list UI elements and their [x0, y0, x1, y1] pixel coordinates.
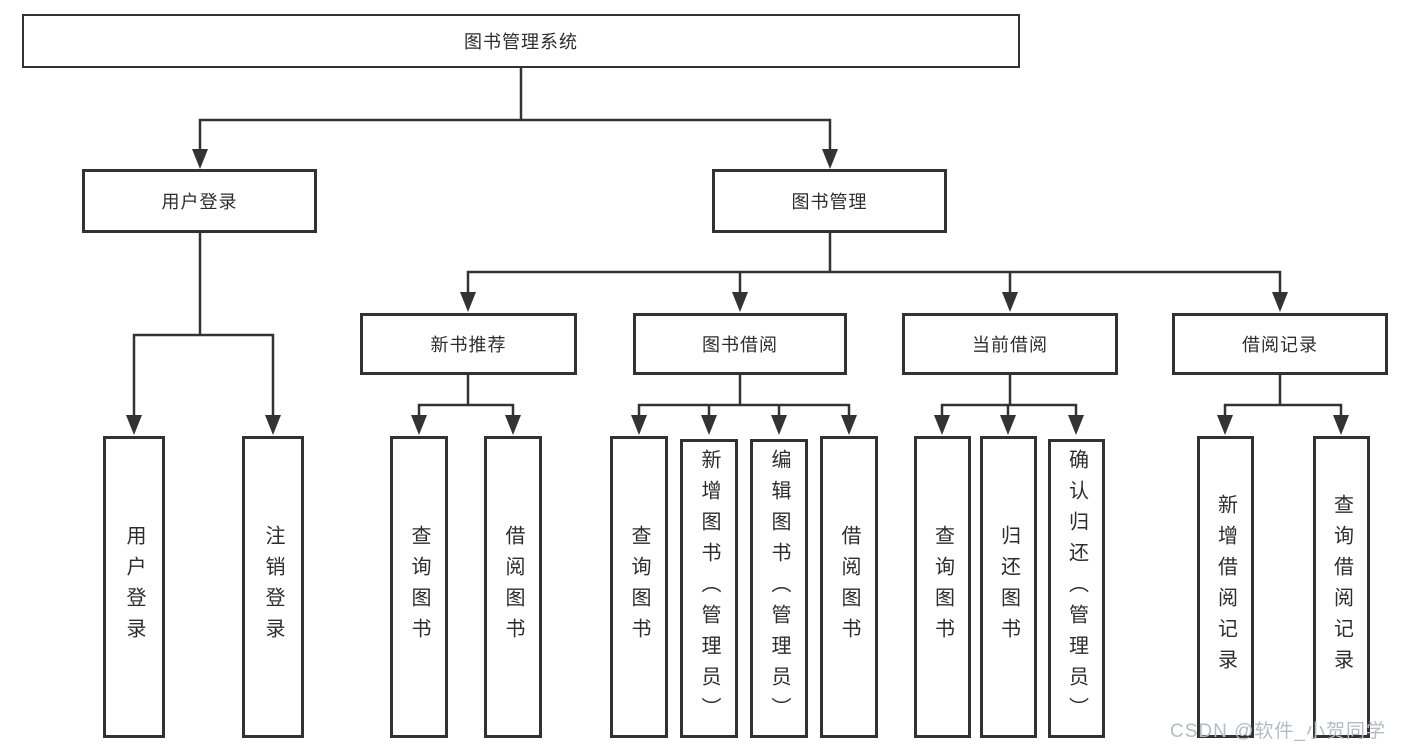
leaf-query-books-recommend-label: 查询图书	[408, 525, 430, 649]
leaf-confirm-return-admin-label: 确认归还（管理员）	[1065, 449, 1088, 728]
node-root-label: 图书管理系统	[464, 32, 578, 52]
node-borrow-records-label: 借阅记录	[1242, 335, 1318, 355]
node-root: 图书管理系统	[22, 14, 1020, 68]
leaf-query-books-borrow-label: 查询图书	[628, 525, 650, 649]
leaf-query-books-current: 查询图书	[914, 436, 971, 738]
leaf-confirm-return-admin: 确认归还（管理员）	[1048, 439, 1105, 738]
leaf-logout: 注销登录	[242, 436, 304, 738]
node-new-book-recommend: 新书推荐	[360, 313, 577, 375]
leaf-borrow-books-label: 借阅图书	[838, 525, 860, 649]
node-book-borrow-label: 图书借阅	[702, 335, 778, 355]
leaf-logout-label: 注销登录	[262, 525, 284, 649]
leaf-query-borrow-record: 查询借阅记录	[1313, 436, 1370, 738]
leaf-borrow-books-recommend: 借阅图书	[484, 436, 542, 738]
node-current-borrow: 当前借阅	[902, 313, 1118, 375]
leaf-add-books-admin: 新增图书（管理员）	[680, 439, 738, 738]
leaf-edit-books-admin-label: 编辑图书（管理员）	[768, 449, 790, 728]
node-current-borrow-label: 当前借阅	[972, 335, 1048, 355]
leaf-return-books-label: 归还图书	[997, 525, 1020, 649]
leaf-query-books-borrow: 查询图书	[610, 436, 668, 738]
node-book-management-branch: 图书管理	[712, 169, 947, 233]
node-book-borrow: 图书借阅	[633, 313, 847, 375]
node-book-management-branch-label: 图书管理	[791, 192, 868, 212]
leaf-return-books: 归还图书	[980, 436, 1037, 738]
leaf-add-books-admin-label: 新增图书（管理员）	[698, 449, 720, 728]
leaf-query-books-recommend: 查询图书	[390, 436, 448, 738]
leaf-query-borrow-record-label: 查询借阅记录	[1330, 494, 1353, 680]
leaf-borrow-books: 借阅图书	[820, 436, 878, 738]
node-borrow-records: 借阅记录	[1172, 313, 1388, 375]
leaf-borrow-books-recommend-label: 借阅图书	[502, 525, 524, 649]
leaf-user-login: 用户登录	[103, 436, 165, 738]
leaf-add-borrow-record: 新增借阅记录	[1197, 436, 1254, 738]
node-new-book-recommend-label: 新书推荐	[430, 335, 507, 355]
watermark: CSDN @软件_小贺同学	[1170, 721, 1386, 742]
node-user-login-branch-label: 用户登录	[161, 192, 238, 212]
leaf-add-borrow-record-label: 新增借阅记录	[1214, 494, 1237, 680]
leaf-user-login-label: 用户登录	[123, 525, 145, 649]
node-user-login-branch: 用户登录	[82, 169, 317, 233]
leaf-query-books-current-label: 查询图书	[931, 525, 954, 649]
leaf-edit-books-admin: 编辑图书（管理员）	[750, 439, 808, 738]
